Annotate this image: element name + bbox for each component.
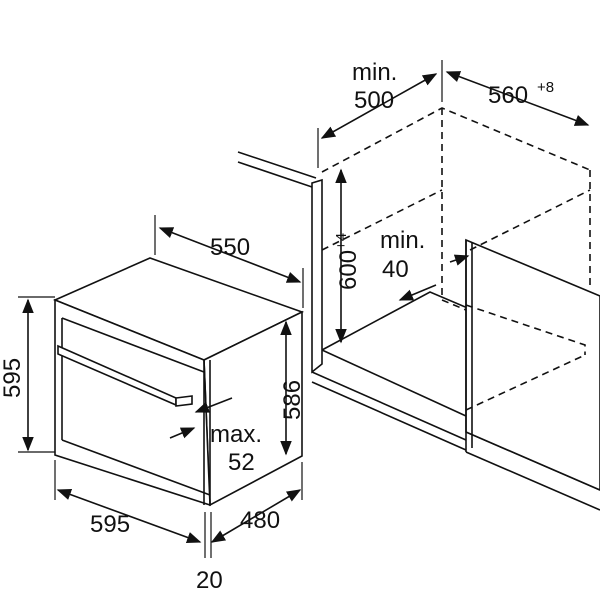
cabinet-niche [237,107,600,511]
label-oven-body-height: 586 [279,380,306,420]
label-niche-width: 560 [488,82,528,109]
label-niche-height-tolerance: +4 [333,233,350,250]
oven-unit [52,257,305,507]
label-niche-height: 600 [335,250,362,290]
label-oven-height: 595 [0,358,26,398]
label-handle-projection-line2: 52 [228,449,255,476]
label-oven-width: 595 [90,511,130,538]
niche-dimension-lines [317,60,590,344]
label-oven-depth: 550 [210,234,250,261]
label-body-depth: 480 [240,507,280,534]
label-niche-depth-line1: min. [352,59,397,86]
label-vent-gap-line1: min. [380,227,425,254]
label-front-thickness: 20 [196,567,223,594]
label-vent-gap-line2: 40 [382,256,409,283]
label-handle-projection-line1: max. [210,421,262,448]
label-niche-width-tolerance: +8 [537,79,554,96]
oven-dimension-lines [18,215,304,558]
label-niche-depth-line2: 500 [354,87,394,114]
label-niche-height-group: 600 +4 [333,233,362,290]
